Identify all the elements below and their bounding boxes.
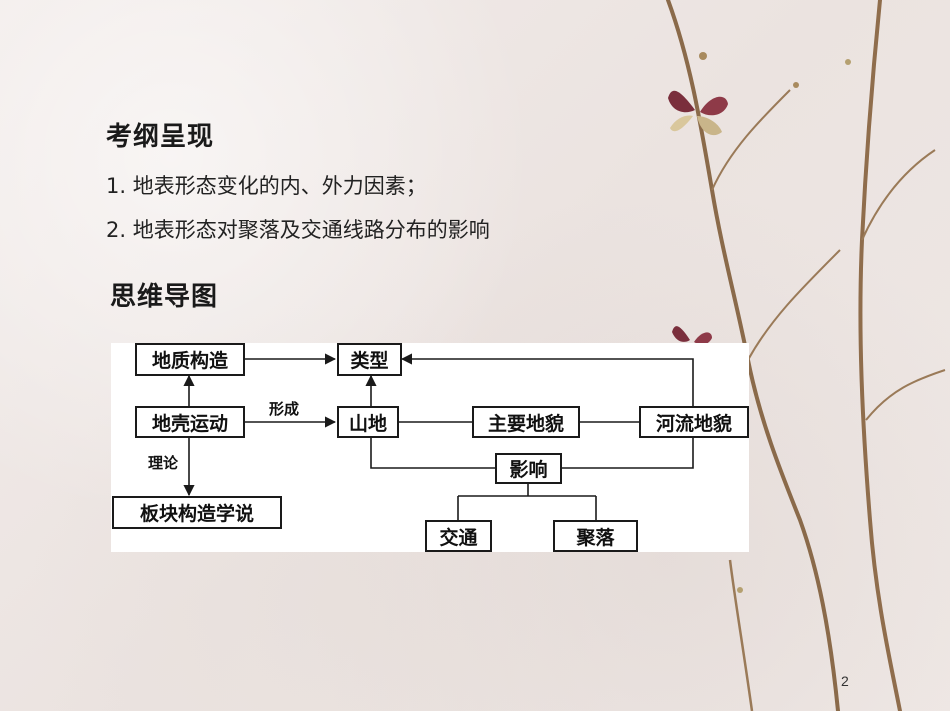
node-types: 类型: [337, 343, 402, 376]
page-number: 2: [841, 673, 849, 689]
node-transport: 交通: [425, 520, 492, 552]
flower-top: [668, 90, 728, 136]
outline-title: 考纲呈现: [106, 122, 215, 152]
mindmap-title: 思维导图: [110, 282, 219, 312]
flower-middle: [672, 326, 712, 345]
node-river: 河流地貌: [639, 406, 749, 438]
node-mountain: 山地: [337, 406, 399, 438]
edge-river-influence: [562, 438, 694, 469]
outline-item-2: 2. 地表形态对聚落及交通线路分布的影响: [106, 218, 490, 242]
label-theory: 理论: [148, 454, 179, 472]
mind-map-diagram: 地质构造 类型 地壳运动 山地 主要地貌 河流地貌 影响 板块构造学说 交通 聚…: [111, 343, 749, 552]
edge-river-types: [400, 353, 694, 406]
outline-item-1: 1. 地表形态变化的内、外力因素；: [106, 174, 427, 198]
edge-mountain-influence: [370, 438, 495, 469]
label-form: 形成: [269, 400, 300, 418]
node-crust: 地壳运动: [135, 406, 245, 438]
node-geology: 地质构造: [135, 343, 245, 376]
mind-map-connectors: [183, 353, 694, 520]
node-settlement: 聚落: [553, 520, 638, 552]
node-plate: 板块构造学说: [112, 496, 282, 529]
node-landforms: 主要地貌: [472, 406, 580, 438]
node-influence: 影响: [495, 453, 562, 484]
